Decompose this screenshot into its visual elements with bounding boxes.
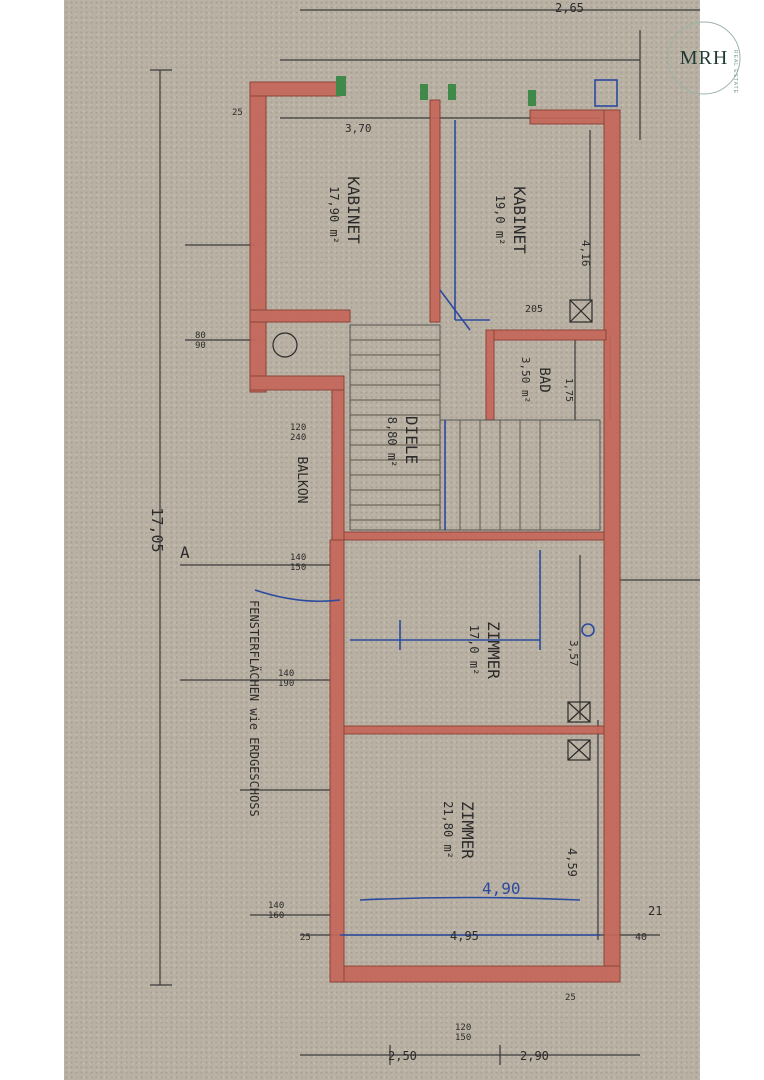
room-kabinet-left-name: KABINET — [344, 176, 363, 244]
dim-blue-490: 4,90 — [482, 879, 521, 898]
dim-v25-bottom: 25 — [565, 993, 576, 1003]
logo-ring-icon — [667, 21, 741, 95]
note-fenster: FENSTERFLÄCHEN wie ERDGESCHOSS — [247, 600, 262, 817]
room-bad-area: 3,50 m² — [519, 357, 532, 403]
room-kabinet-right-area: 19,0 m² — [493, 195, 507, 246]
dim-zimmer-mid-len: 3,57 — [567, 640, 580, 667]
dim-205: 205 — [525, 304, 543, 315]
walls — [249, 81, 621, 983]
room-zimmer-mid-name: ZIMMER — [484, 621, 503, 679]
stair-treads — [350, 339, 440, 521]
window-markers — [336, 76, 536, 106]
brand-logo: MRH REAL ESTATE — [664, 18, 744, 98]
room-bad-name: BAD — [536, 367, 552, 392]
dim-bottom-width: 4,95 — [450, 929, 479, 943]
room-kabinet-right-name: KABINET — [510, 186, 529, 254]
chimney-boxes — [272, 299, 593, 761]
room-balkon-name: BALKON — [294, 457, 309, 504]
dim-kab-width: 3,70 — [345, 122, 372, 135]
room-zimmer-bottom-area: 21,80 m² — [441, 801, 455, 859]
dim-total-length: 17,05 — [148, 507, 166, 552]
dim-top: 2,65 — [555, 1, 584, 15]
dim-zimmer-bot-len: 4,59 — [565, 848, 579, 877]
logo-monogram: MRH — [679, 47, 729, 69]
dim-bottom-right: 2,90 — [520, 1049, 549, 1063]
room-kabinet-left-area: 17,90 m² — [327, 186, 341, 244]
dim-kab-right-len: 4,16 — [579, 240, 592, 267]
logo-tagline: REAL ESTATE — [732, 50, 738, 94]
staircase — [349, 324, 601, 531]
room-diele-name: DIELE — [402, 416, 421, 464]
dim-bottom-left: 2,50 — [388, 1049, 417, 1063]
dim-v25-top: 25 — [232, 108, 243, 118]
dim-v40: 40 — [635, 932, 647, 943]
room-zimmer-bottom-name: ZIMMER — [458, 801, 477, 859]
dim-bad-len: 1,75 — [563, 378, 574, 402]
dim-v21: 21 — [648, 904, 662, 918]
dim-v25-left: 25 — [300, 933, 311, 943]
marker-a: A — [180, 543, 190, 562]
room-diele-area: 8,80 m² — [385, 417, 399, 468]
room-zimmer-mid-area: 17,0 m² — [467, 625, 481, 676]
blue-annotations — [254, 79, 618, 936]
